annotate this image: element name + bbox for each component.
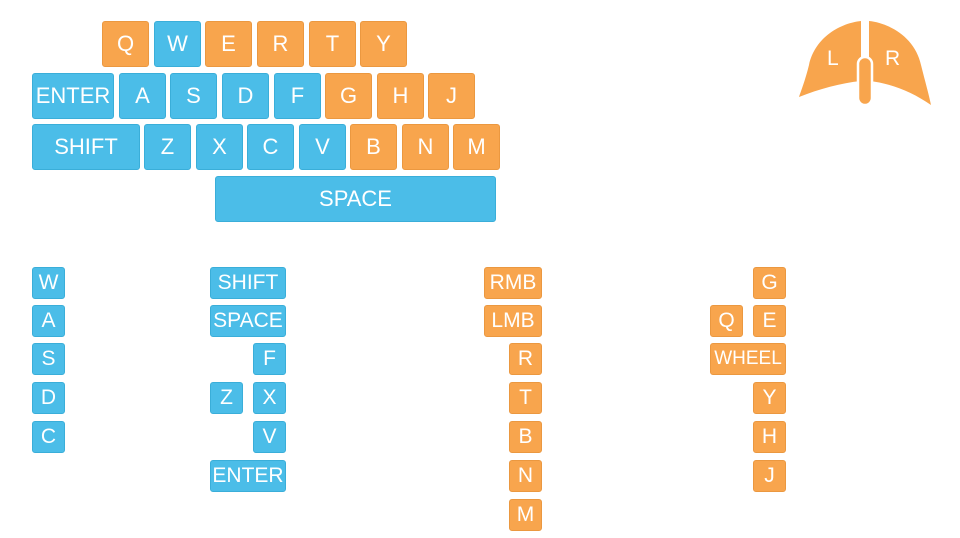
key-v: V	[299, 124, 346, 170]
list-key-r: R	[509, 343, 542, 375]
list-key-j: J	[753, 460, 786, 492]
key-n: N	[402, 124, 449, 170]
key-r: R	[257, 21, 304, 67]
list-key-w: W	[32, 267, 65, 299]
list-key-a: A	[32, 305, 65, 337]
mouse-icon	[799, 21, 931, 107]
list-key-s: S	[32, 343, 65, 375]
list-key-q: Q	[710, 305, 743, 337]
key-q: Q	[102, 21, 149, 67]
list-key-y: Y	[753, 382, 786, 414]
list-key-t: T	[509, 382, 542, 414]
list-key-b: B	[509, 421, 542, 453]
key-x: X	[196, 124, 243, 170]
list-key-z: Z	[210, 382, 243, 414]
list-key-n: N	[509, 460, 542, 492]
key-space: SPACE	[215, 176, 496, 222]
mouse-left-label: L	[827, 47, 839, 70]
mouse-diagram: L R	[797, 19, 933, 109]
list-key-d: D	[32, 382, 65, 414]
list-key-lmb: LMB	[484, 305, 542, 337]
key-z: Z	[144, 124, 191, 170]
key-g: G	[325, 73, 372, 119]
mouse-right-label: R	[885, 47, 901, 70]
key-d: D	[222, 73, 269, 119]
key-e: E	[205, 21, 252, 67]
list-key-c: C	[32, 421, 65, 453]
key-h: H	[377, 73, 424, 119]
key-shift: SHIFT	[32, 124, 140, 170]
list-key-v: V	[253, 421, 286, 453]
list-key-wheel: WHEEL	[710, 343, 786, 375]
key-t: T	[309, 21, 356, 67]
key-a: A	[119, 73, 166, 119]
key-w: W	[154, 21, 201, 67]
list-key-g: G	[753, 267, 786, 299]
list-key-h: H	[753, 421, 786, 453]
key-y: Y	[360, 21, 407, 67]
key-f: F	[274, 73, 321, 119]
list-key-f: F	[253, 343, 286, 375]
key-b: B	[350, 124, 397, 170]
list-key-shift: SHIFT	[210, 267, 286, 299]
list-key-e: E	[753, 305, 786, 337]
list-key-m: M	[509, 499, 542, 531]
key-m: M	[453, 124, 500, 170]
list-key-x: X	[253, 382, 286, 414]
key-j: J	[428, 73, 475, 119]
key-enter: ENTER	[32, 73, 114, 119]
list-key-rmb: RMB	[484, 267, 542, 299]
list-key-space: SPACE	[210, 305, 286, 337]
list-key-enter: ENTER	[210, 460, 286, 492]
key-c: C	[247, 124, 294, 170]
key-s: S	[170, 73, 217, 119]
